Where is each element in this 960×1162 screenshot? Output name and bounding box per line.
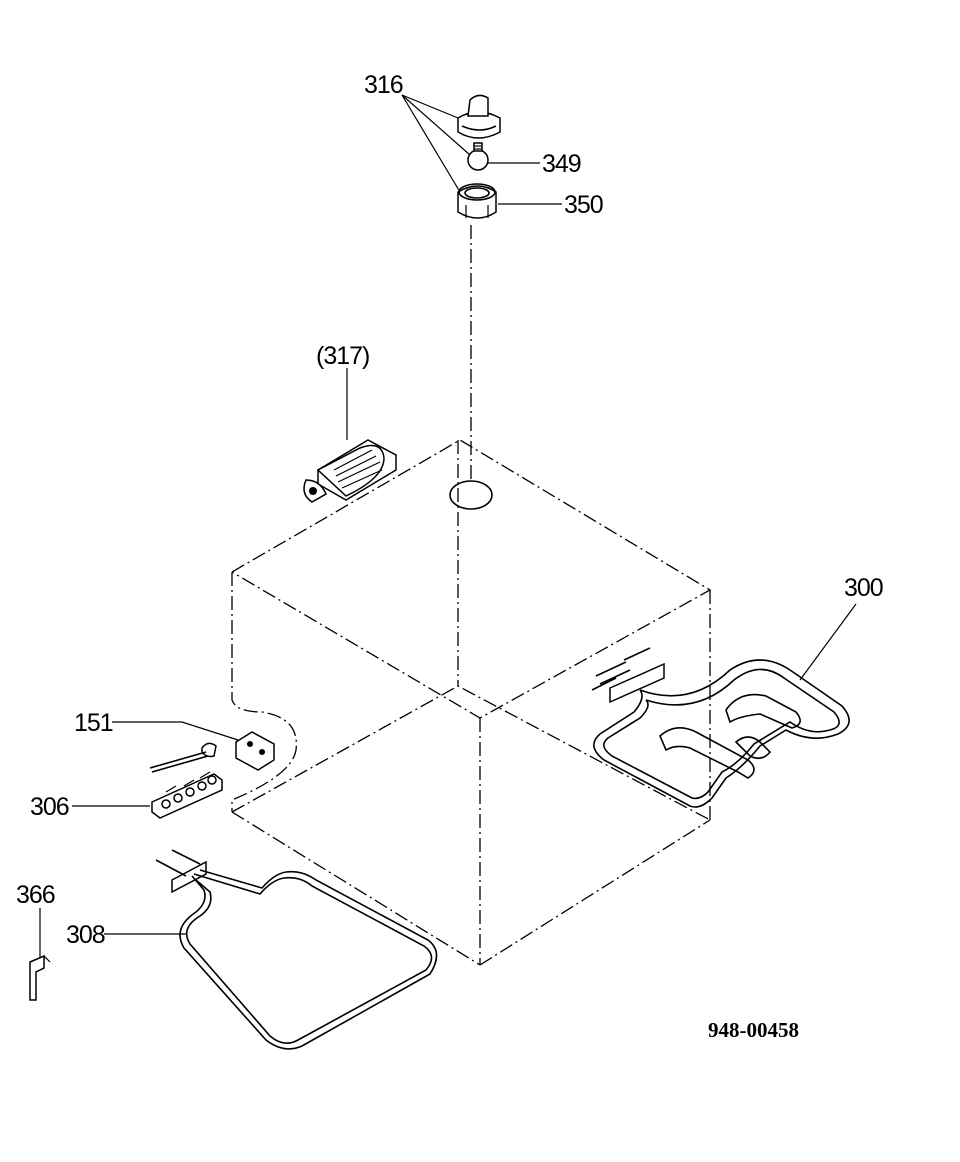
fan-motor-part (303, 439, 397, 503)
label-350: 350 (564, 191, 603, 219)
document-number: 948-00458 (708, 1018, 799, 1042)
grill-element-part (591, 647, 850, 808)
terminal-block-part (151, 771, 223, 819)
label-316: 316 (364, 71, 403, 99)
label-349: 349 (542, 150, 581, 178)
lower-element-part (155, 849, 438, 1050)
lamp-cover-part (457, 94, 501, 139)
label-308: 308 (66, 921, 105, 949)
lamp-holder-part (457, 183, 497, 219)
label-151: 151 (74, 709, 113, 737)
label-317: (317) (316, 342, 369, 370)
cavity-hole (449, 480, 493, 510)
lamp-bulb-part (467, 142, 489, 171)
label-366: 366 (16, 881, 55, 909)
label-300: 300 (844, 574, 883, 602)
switch-part (149, 731, 275, 773)
oven-cavity-outline (231, 439, 712, 966)
clip-part (29, 954, 51, 1001)
label-306: 306 (30, 793, 69, 821)
